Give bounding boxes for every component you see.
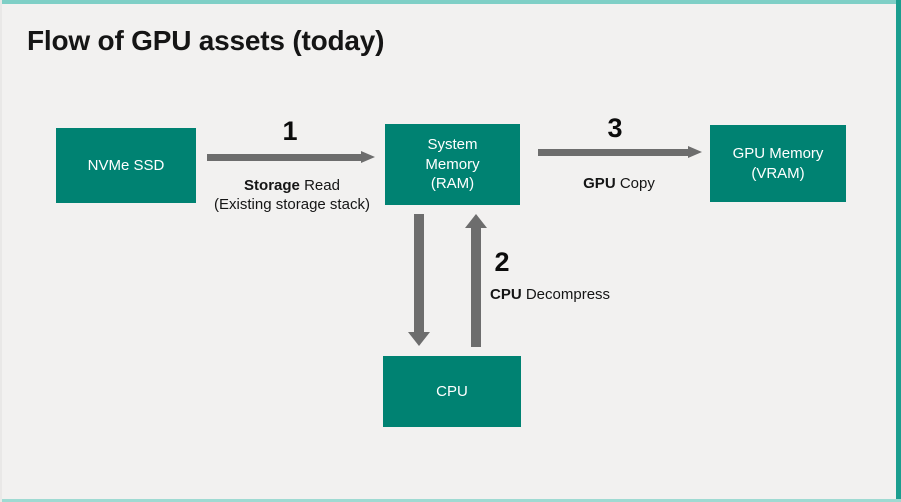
- arrow-up-cpu-to-ram-icon: [465, 214, 487, 347]
- step-1-caption-detail: (Existing storage stack): [214, 196, 370, 213]
- node-system-memory-label: System Memory (RAM): [425, 135, 480, 193]
- step-number-2: 2: [494, 247, 510, 277]
- arrow-down-ram-to-cpu-icon: [408, 214, 430, 346]
- slide-bottom-accent-border: [0, 499, 901, 502]
- slide-top-accent-border: [0, 0, 901, 4]
- arrow-shaft: [207, 154, 362, 161]
- step-1-caption-emphasis: Storage: [244, 177, 300, 194]
- step-1-caption-rest: Read: [299, 177, 340, 194]
- step-2-caption: CPU Decompress: [490, 286, 610, 303]
- node-gpu-memory-label: GPU Memory (VRAM): [732, 144, 824, 182]
- step-1-caption: Storage Read: [202, 177, 382, 194]
- arrow-right-storage-read-icon: [207, 151, 375, 164]
- step-3-caption: GPU Copy: [533, 175, 705, 192]
- step-number-1: 1: [282, 116, 298, 146]
- slide-right-accent-border: [896, 0, 901, 502]
- node-cpu[interactable]: CPU: [383, 356, 521, 427]
- step-number-3: 3: [607, 113, 623, 143]
- step-2-caption-rest: Decompress: [521, 286, 611, 303]
- step-3-caption-emphasis: GPU: [583, 175, 616, 192]
- slide-left-border: [0, 0, 2, 502]
- arrow-head: [361, 151, 375, 163]
- node-cpu-label: CPU: [436, 382, 468, 400]
- arrow-shaft: [538, 149, 689, 156]
- arrow-head: [408, 332, 430, 346]
- node-system-memory[interactable]: System Memory (RAM): [385, 124, 520, 205]
- arrow-head: [465, 214, 487, 228]
- arrow-shaft: [471, 227, 481, 347]
- arrow-shaft: [414, 214, 424, 333]
- node-nvme-ssd-label: NVMe SSD: [87, 156, 165, 174]
- node-gpu-memory[interactable]: GPU Memory (VRAM): [710, 125, 846, 202]
- step-3-caption-rest: Copy: [615, 175, 655, 192]
- arrow-right-gpu-copy-icon: [538, 146, 702, 159]
- node-nvme-ssd[interactable]: NVMe SSD: [56, 128, 196, 203]
- arrow-head: [688, 146, 702, 158]
- step-2-caption-emphasis: CPU: [490, 286, 522, 303]
- page-title: Flow of GPU assets (today): [27, 25, 385, 56]
